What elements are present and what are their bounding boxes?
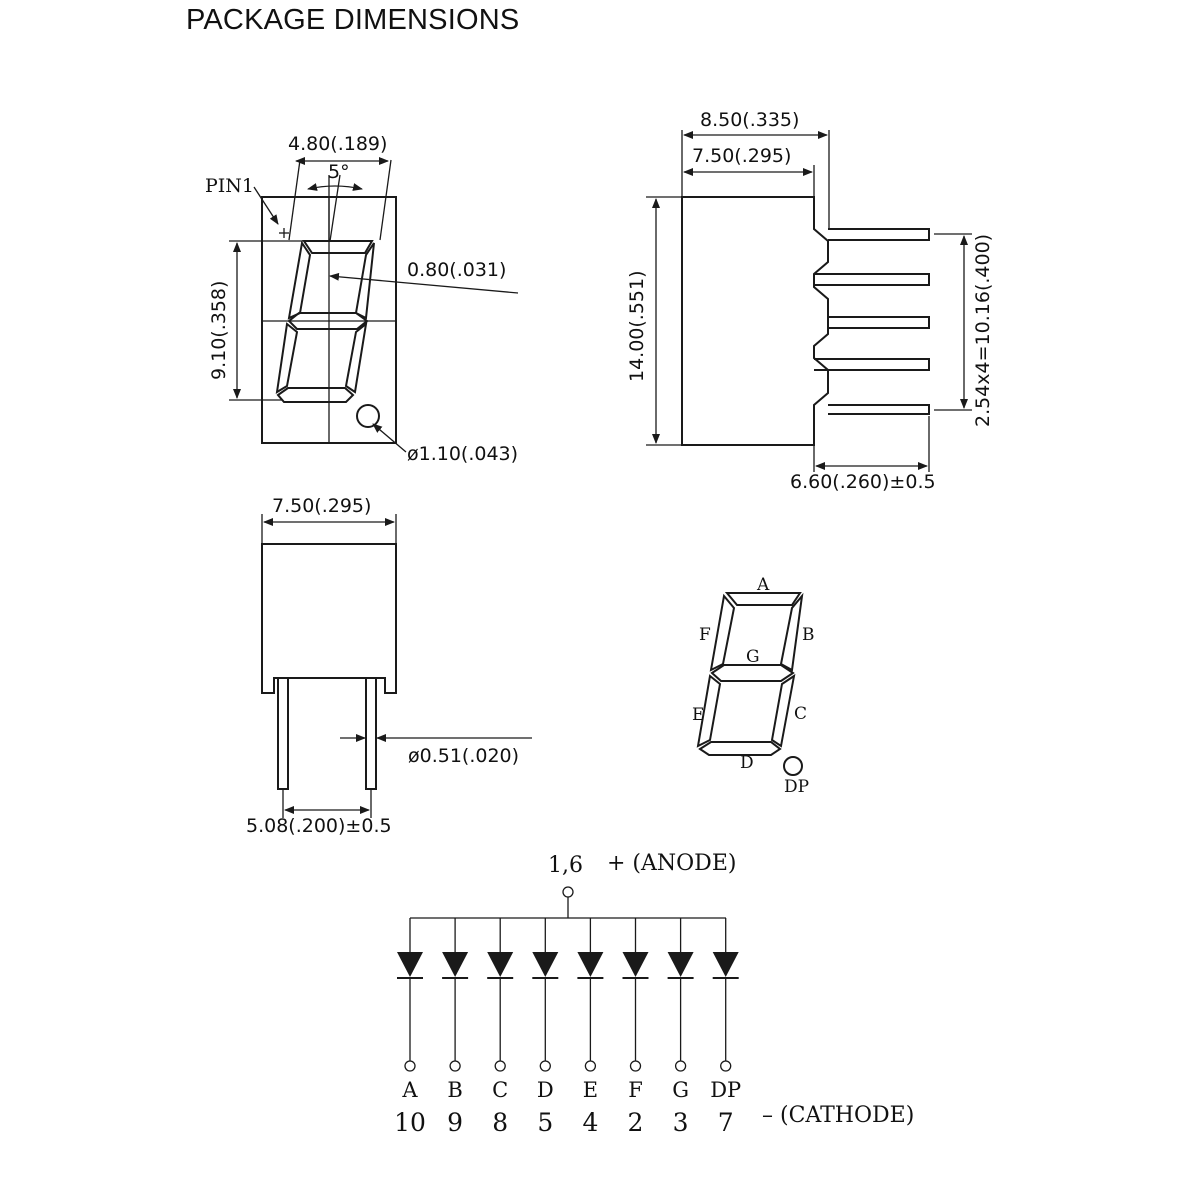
map-seg-b xyxy=(779,592,804,672)
segment-map: A B F G E C D DP xyxy=(692,575,815,797)
circuit-diagram: 1,6 + (ANODE) A 10 B 9 C 8 D 5 E 4 F 2 G 3 DP 7 – (CATH… xyxy=(394,851,914,1137)
diode-dp xyxy=(712,952,739,977)
cathode-terminal-f xyxy=(629,1060,642,1072)
cathode-segment-label: F xyxy=(628,1078,643,1102)
diode-d xyxy=(532,952,559,977)
cathode-segment-label: A xyxy=(401,1078,418,1102)
diode-a xyxy=(397,952,423,977)
side-overall-width-dim: 8.50(.335) xyxy=(700,109,799,131)
bottom-body-outline xyxy=(261,543,397,694)
side-pitch-dim: 2.54x4=10.16(.400) xyxy=(972,234,994,427)
cathode-segment-label: C xyxy=(492,1078,508,1102)
front-digit-segments xyxy=(275,240,375,403)
cathode-terminal-d xyxy=(539,1060,551,1072)
cathode-segment-label: B xyxy=(447,1078,462,1102)
cathode-terminal-dp xyxy=(720,1060,732,1072)
front-seg-g xyxy=(287,312,369,330)
map-label-a: A xyxy=(756,575,770,595)
side-pins xyxy=(814,228,930,415)
side-body-width-dim: 7.50(.295) xyxy=(692,145,791,167)
bottom-pin-diameter-dim: ø0.51(.020) xyxy=(408,745,519,767)
map-label-dp: DP xyxy=(784,777,809,797)
front-dp-dim: ø1.10(.043) xyxy=(407,443,518,465)
cathode-terminal-e xyxy=(584,1060,597,1072)
cathode-label: – (CATHODE) xyxy=(762,1103,914,1128)
cathode-pin-number: 3 xyxy=(673,1108,689,1137)
map-seg-f xyxy=(709,593,736,672)
map-seg-g xyxy=(710,664,795,682)
front-seg-a xyxy=(302,240,374,254)
map-seg-e xyxy=(696,674,722,748)
cathode-pin-number: 8 xyxy=(492,1108,508,1137)
front-seg-f xyxy=(287,240,312,320)
side-body-outline xyxy=(681,196,829,446)
cathode-terminal-a xyxy=(404,1060,416,1072)
map-label-c: C xyxy=(794,704,807,724)
front-seg-c xyxy=(344,321,368,394)
cathode-pin-number: 4 xyxy=(582,1108,598,1137)
front-seg-d xyxy=(276,387,355,403)
side-view: 8.50(.335) 7.50(.295) 14.00(.551) 2.54x4… xyxy=(626,109,994,493)
diode-b xyxy=(442,952,469,977)
map-label-e: E xyxy=(692,705,704,725)
front-seg-e xyxy=(275,322,299,394)
diode-g xyxy=(667,952,694,977)
cathode-terminal-g xyxy=(674,1060,687,1072)
map-label-g: G xyxy=(746,647,760,667)
front-segment-width-dim: 0.80(.031) xyxy=(407,259,506,281)
diode-f xyxy=(622,952,649,977)
anode-terminal xyxy=(562,886,574,898)
map-seg-d xyxy=(698,741,782,756)
side-height-dim: 14.00(.551) xyxy=(626,270,648,382)
front-seg-b xyxy=(354,242,375,320)
cathode-segment-label: D xyxy=(537,1078,554,1102)
cathode-pin-number: 2 xyxy=(628,1108,644,1137)
anode-label: + (ANODE) xyxy=(607,851,736,876)
cathode-terminal-b xyxy=(449,1060,461,1072)
bottom-pin-spacing-dim: 5.08(.200)±0.5 xyxy=(246,815,392,837)
cathode-pin-number: 7 xyxy=(718,1108,734,1137)
diode-e xyxy=(577,952,604,977)
page-title: PACKAGE DIMENSIONS xyxy=(186,4,520,36)
cathode-pin-number: 9 xyxy=(447,1108,463,1137)
front-dp-circle xyxy=(356,404,380,428)
map-label-b: B xyxy=(802,625,815,645)
cathode-pin-number: 10 xyxy=(394,1108,426,1137)
front-view: PIN1 4.80(.189) 5° 0.80(.031) 9.10(.358)… xyxy=(205,133,518,465)
front-width-dim: 4.80(.189) xyxy=(288,133,387,155)
map-dp-circle xyxy=(783,756,803,776)
anode-pins: 1,6 xyxy=(548,853,583,878)
pin1-label: PIN1 xyxy=(205,175,254,197)
front-height-dim: 9.10(.358) xyxy=(208,281,230,380)
cathode-segment-label: DP xyxy=(710,1078,741,1102)
map-label-d: D xyxy=(740,753,754,773)
map-seg-c xyxy=(770,673,796,748)
front-angle-dim: 5° xyxy=(328,161,350,183)
bottom-width-dim: 7.50(.295) xyxy=(272,495,371,517)
bottom-pin-right xyxy=(365,677,377,790)
bottom-pin-left xyxy=(277,677,289,790)
cathode-segment-label: E xyxy=(583,1078,598,1102)
side-pin-length-dim: 6.60(.260)±0.5 xyxy=(790,471,936,493)
map-label-f: F xyxy=(699,625,711,645)
bottom-view: 7.50(.295) ø0.51(.020) 5.08(.200)±0.5 xyxy=(246,495,532,837)
cathode-terminal-c xyxy=(494,1060,506,1072)
cathode-segment-label: G xyxy=(672,1078,689,1102)
cathode-pin-number: 5 xyxy=(537,1108,553,1137)
diode-c xyxy=(487,952,514,977)
map-seg-a xyxy=(724,592,802,606)
